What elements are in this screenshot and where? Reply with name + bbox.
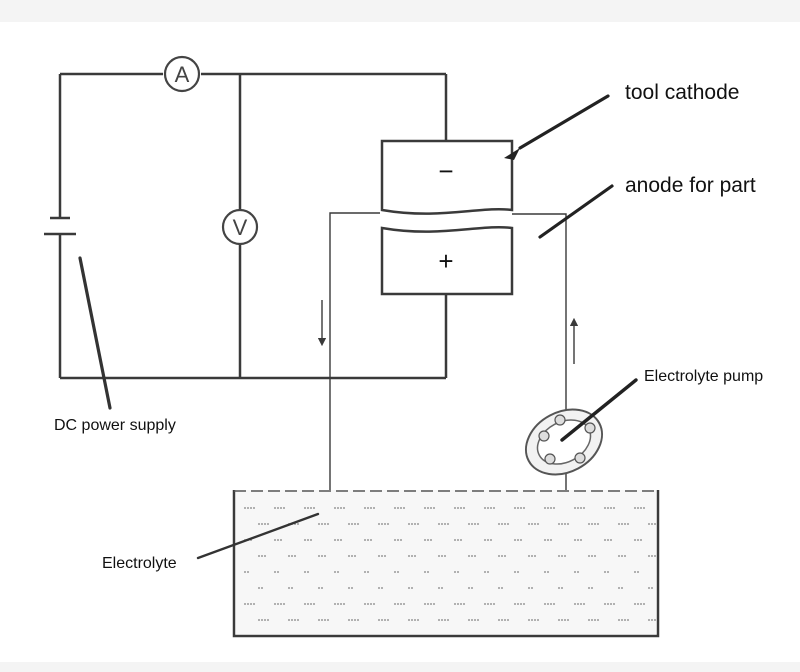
ammeter-symbol: A [175,62,190,87]
power-circuit [58,72,448,380]
electrolyte-pipes [317,212,579,610]
battery-symbol [44,216,76,236]
cathode-sign: − [438,156,453,186]
anode-sign: + [438,246,453,276]
voltmeter-symbol: V [233,215,248,240]
electrolyte-pump-icon [524,408,604,476]
tool-cathode-label: tool cathode [625,81,739,104]
anode-part-block: + [380,226,514,296]
voltmeter-icon: V [221,208,259,246]
leader-lines [78,94,638,560]
tool-cathode-block: − [380,139,514,215]
ammeter-icon: A [163,55,201,93]
electrolyte-pump-label: Electrolyte pump [644,368,763,385]
anode-for-part-label: anode for part [625,174,756,197]
dc-power-supply-label: DC power supply [54,417,176,434]
electrolyte-label: Electrolyte [102,555,177,572]
electrolyte-tank [232,490,660,638]
